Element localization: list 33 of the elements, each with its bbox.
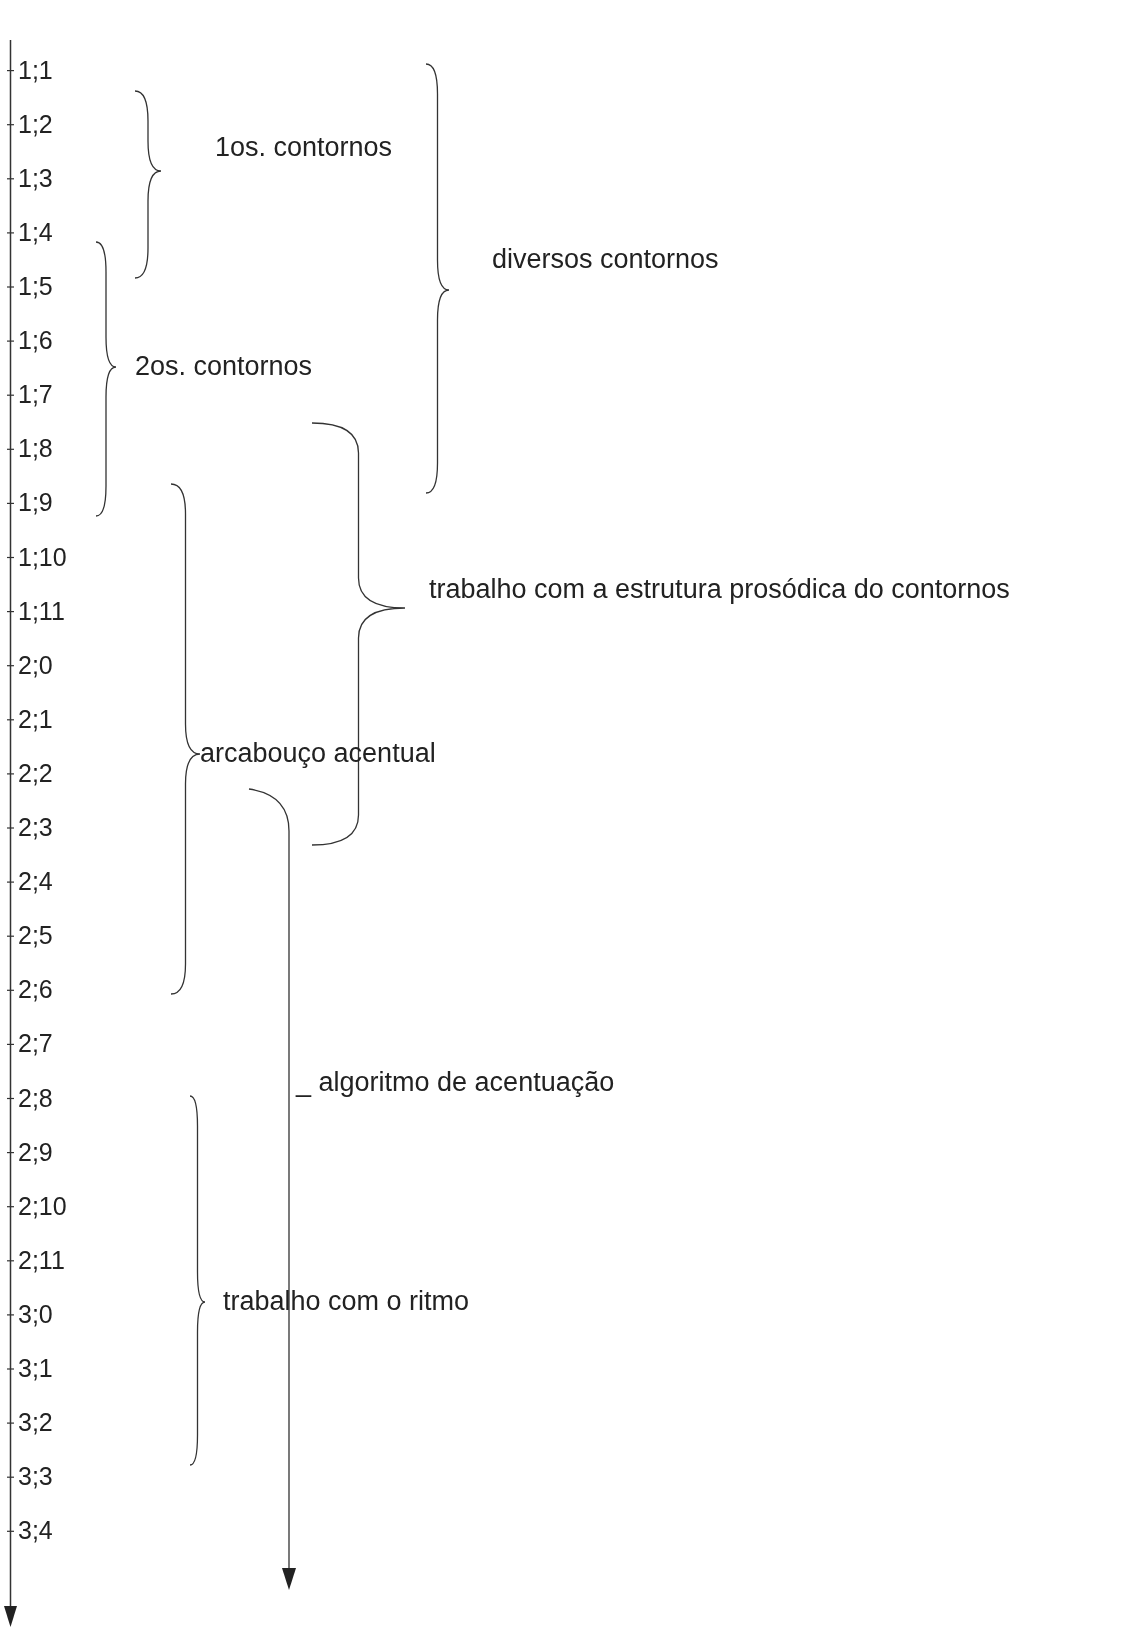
- age-label: 1;11: [18, 597, 65, 626]
- age-label: 2;2: [18, 760, 53, 788]
- age-label: 1;9: [18, 489, 53, 518]
- age-label: 2;6: [18, 976, 53, 1005]
- age-label: 1;4: [18, 219, 53, 247]
- age-label: 2;9: [18, 1138, 53, 1167]
- age-label: 1;1: [18, 56, 53, 85]
- age-label: 2;1: [18, 706, 53, 734]
- age-label: 1;5: [18, 273, 53, 301]
- age-label: 1;6: [18, 327, 53, 355]
- age-label: 2;4: [18, 868, 53, 896]
- brace-label: 1os. contornos: [215, 133, 393, 163]
- age-label: 2;0: [18, 651, 53, 680]
- age-label: 2;11: [18, 1247, 65, 1275]
- age-label: 3;0: [18, 1301, 53, 1329]
- age-label: 2;8: [18, 1084, 53, 1113]
- age-label: 3;4: [18, 1517, 53, 1546]
- age-label: 1;2: [18, 110, 53, 139]
- age-label: 3;2: [18, 1409, 53, 1437]
- age-label: 3;1: [18, 1355, 53, 1383]
- brace-label: diversos contornos: [492, 245, 719, 275]
- age-label: 2;3: [18, 814, 53, 842]
- age-label: 2;7: [18, 1030, 53, 1059]
- age-label: 2;5: [18, 922, 53, 950]
- age-label: 1;10: [18, 543, 67, 572]
- brace-label: trabalho com a estrutura prosódica do contornos: [429, 575, 1010, 605]
- age-label: 1;3: [18, 165, 53, 193]
- age-label: 1;7: [18, 381, 53, 409]
- age-label: 3;3: [18, 1463, 53, 1491]
- age-label: 2;10: [18, 1192, 67, 1221]
- age-label: 1;8: [18, 435, 53, 464]
- brace-label: _ algoritmo de acentuação: [296, 1068, 615, 1098]
- brace-label: 2os. contornos: [135, 352, 313, 382]
